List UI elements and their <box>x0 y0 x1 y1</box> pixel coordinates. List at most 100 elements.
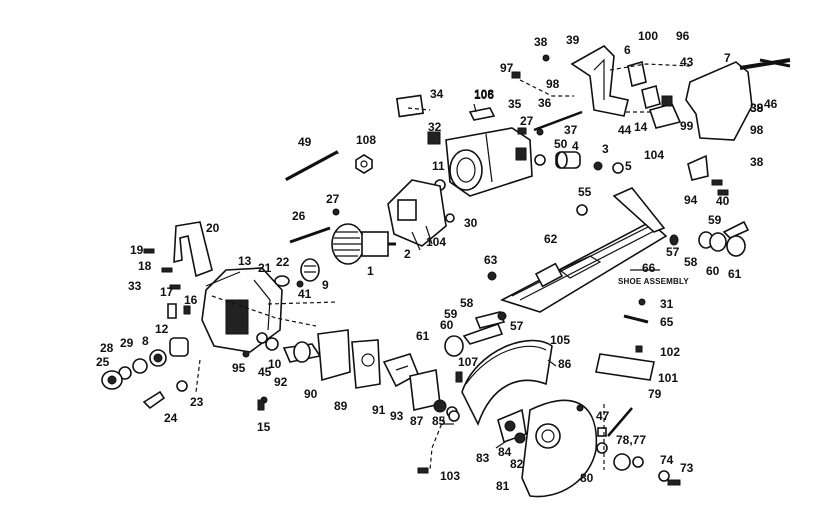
label-26: 26 <box>292 209 306 223</box>
label-44: 44 <box>618 123 632 137</box>
label-2: 2 <box>404 247 411 261</box>
label-50: 50 <box>554 137 568 151</box>
part-26-screw <box>289 226 331 244</box>
label-106: 106 <box>474 88 494 102</box>
label-21: 21 <box>258 261 272 275</box>
label-91: 91 <box>372 403 386 417</box>
label-78-77: 78,77 <box>616 433 646 447</box>
label-55: 55 <box>578 185 592 199</box>
label-49: 49 <box>298 135 312 149</box>
label-83: 83 <box>476 451 490 465</box>
label-85: 85 <box>432 414 446 428</box>
part-2-field <box>387 179 447 251</box>
label-98b: 98 <box>750 123 764 137</box>
label-38b: 38 <box>750 155 764 169</box>
part-66-shoe-assembly <box>499 221 668 313</box>
label-102: 102 <box>660 345 680 359</box>
label-47: 47 <box>596 409 610 423</box>
label-1: 1 <box>367 264 374 278</box>
label-13: 13 <box>238 254 252 268</box>
label-92: 92 <box>274 375 288 389</box>
part-90-plate <box>317 329 351 382</box>
label-8: 8 <box>142 334 149 348</box>
label-11: 11 <box>432 159 445 173</box>
label-25: 25 <box>96 355 110 369</box>
label-5: 5 <box>625 159 632 173</box>
label-59a: 59 <box>444 307 458 321</box>
label-82: 82 <box>510 457 524 471</box>
label-61b: 61 <box>728 267 742 281</box>
label-6: 6 <box>624 43 631 57</box>
part-9-gear <box>300 258 320 282</box>
label-65: 65 <box>660 315 674 329</box>
label-16: 16 <box>184 293 198 307</box>
part-7-rear-handle <box>685 58 791 141</box>
part-81-lower-guard <box>521 399 598 498</box>
label-96: 96 <box>676 29 690 43</box>
label-23: 23 <box>190 395 204 409</box>
label-37: 37 <box>564 123 578 137</box>
part-92-shaft <box>282 341 322 363</box>
part-labels: 1 2 3 4 5 6 7 8 9 10 11 12 13 14 15 16 1… <box>96 29 778 493</box>
part-1-armature <box>331 223 396 265</box>
label-105: 105 <box>550 333 570 347</box>
label-108b: 108 <box>474 87 494 101</box>
label-97: 97 <box>500 61 514 75</box>
label-38c: 38 <box>750 101 764 115</box>
label-33: 33 <box>128 279 142 293</box>
label-58a: 58 <box>460 296 474 310</box>
part-34-label <box>395 94 425 118</box>
label-104b: 104 <box>426 235 446 249</box>
label-14: 14 <box>634 120 648 134</box>
label-20: 20 <box>206 221 220 235</box>
label-32: 32 <box>428 120 442 134</box>
label-43: 43 <box>680 55 694 69</box>
label-86: 86 <box>558 357 572 371</box>
label-30: 30 <box>464 216 478 230</box>
label-95: 95 <box>232 361 246 375</box>
label-29: 29 <box>120 336 134 350</box>
label-108a: 108 <box>356 133 376 147</box>
label-12: 12 <box>155 322 169 336</box>
part-101-plate <box>595 353 655 381</box>
label-3: 3 <box>602 142 609 156</box>
label-18: 18 <box>138 259 152 273</box>
part-86-upper-guard <box>461 339 553 427</box>
label-46: 46 <box>764 97 778 111</box>
label-107: 107 <box>458 355 478 369</box>
part-49-rod <box>285 150 339 183</box>
part-4-brush-holder <box>555 151 581 169</box>
part-89-plate <box>351 339 381 389</box>
part-108-nut <box>355 154 373 174</box>
label-66: 66 <box>642 261 656 275</box>
label-38a: 38 <box>534 35 548 49</box>
label-61a: 61 <box>416 329 430 343</box>
label-60a: 60 <box>440 318 454 332</box>
label-39a: 39 <box>566 33 580 47</box>
part-32-spring <box>427 131 441 145</box>
label-34: 34 <box>430 87 444 101</box>
label-41: 41 <box>298 287 312 301</box>
label-73: 73 <box>680 461 694 475</box>
label-9: 9 <box>322 278 329 292</box>
label-101: 101 <box>658 371 678 385</box>
label-74: 74 <box>660 453 674 467</box>
label-81: 81 <box>496 479 510 493</box>
part-35-motor-housing <box>445 127 533 197</box>
label-17: 17 <box>160 285 174 299</box>
label-22: 22 <box>276 255 290 269</box>
label-93: 93 <box>390 409 404 423</box>
label-31: 31 <box>660 297 674 311</box>
label-63: 63 <box>484 253 498 267</box>
label-94: 94 <box>684 193 698 207</box>
label-87: 87 <box>410 414 424 428</box>
label-27b: 27 <box>520 114 534 128</box>
label-100: 100 <box>638 29 658 43</box>
label-103: 103 <box>440 469 460 483</box>
label-58b: 58 <box>684 255 698 269</box>
part-20-bracket <box>173 221 213 278</box>
label-28: 28 <box>100 341 114 355</box>
label-84: 84 <box>498 445 512 459</box>
part-13-gear-case <box>201 267 283 353</box>
